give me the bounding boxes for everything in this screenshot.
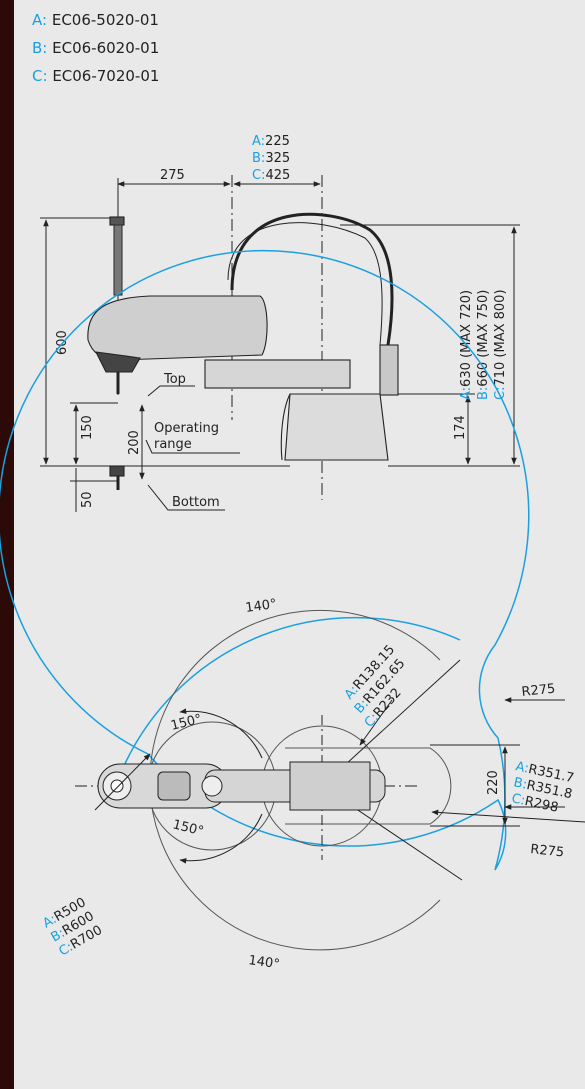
model-letter: C: (32, 67, 48, 85)
base-footprint (285, 747, 452, 825)
cable-connector (379, 344, 399, 396)
leader-r-inner (359, 699, 393, 746)
inner-arc-bottom (149, 789, 441, 951)
operating-label-1: Operating (154, 421, 219, 436)
outer-workspace-boundary (0, 249, 530, 871)
arm-len-c: C:425 (252, 168, 290, 183)
dim-150-label: 150 (80, 415, 95, 440)
angle-150-top-label: 150° (169, 712, 203, 734)
model-code: EC06-5020-01 (51, 11, 159, 29)
dim-174-label: 174 (453, 415, 468, 440)
model-item: B: EC06-6020-01 (32, 34, 159, 62)
model-item: C: EC06-7020-01 (32, 62, 159, 90)
model-list: A: EC06-5020-01 B: EC06-6020-01 C: EC06-… (32, 6, 159, 90)
dim-275-label: 275 (160, 168, 185, 183)
model-letter: B: (32, 39, 48, 57)
leader-bottom (147, 484, 225, 511)
height-b: B:660 (MAX 750) (476, 290, 491, 400)
robot-side (87, 212, 399, 490)
arm1-tip (95, 351, 141, 373)
angle-150-top-arc (179, 708, 263, 759)
arm2-body (204, 359, 351, 389)
top-label: Top (163, 372, 186, 387)
angle-150-bottom-label: 150° (171, 817, 205, 839)
robot-top (97, 761, 386, 811)
outer-arc-blue (119, 616, 461, 776)
model-code: EC06-7020-01 (52, 67, 160, 85)
dim-220-label: 220 (486, 770, 501, 795)
joint2-hub (201, 775, 223, 797)
inner-arc-top (149, 609, 441, 779)
cable-loop (230, 212, 394, 346)
dim-200-label: 200 (127, 430, 142, 455)
leader-operating (145, 439, 240, 454)
arm-len-b: B:325 (252, 151, 290, 166)
model-item: A: EC06-5020-01 (32, 6, 159, 34)
height-a: A:630 (MAX 720) (459, 290, 474, 400)
operating-label-2: range (154, 437, 192, 452)
height-c: C:710 (MAX 800) (493, 289, 508, 400)
angle-140-top-label: 140° (244, 597, 277, 616)
angle-150-bottom-arc (179, 813, 263, 864)
side-view (40, 175, 520, 512)
dim-50-label: 50 (80, 491, 95, 508)
top-view (0, 249, 585, 951)
bottom-label: Bottom (172, 495, 220, 510)
sidebar-strip (0, 0, 14, 1089)
leader-top (147, 385, 195, 397)
model-code: EC06-6020-01 (52, 39, 160, 57)
r275-top-label: R275 (521, 682, 556, 700)
model-letter: A: (32, 11, 48, 29)
shaft-bottom-flange (109, 465, 125, 477)
leader-r-right (431, 809, 585, 823)
cable-loop-inner (227, 222, 383, 346)
r275-bottom-label: R275 (530, 842, 565, 860)
leader-r-outer (94, 753, 151, 811)
ball-screw-shaft (113, 224, 123, 296)
arm-len-a: A:225 (252, 134, 290, 149)
angle-140-bottom-label: 140° (247, 953, 280, 972)
connector-block (157, 771, 191, 801)
r-right-c: C:R298 (510, 791, 559, 816)
base-column (284, 393, 389, 461)
tool-center (110, 779, 124, 793)
base-edge (280, 393, 291, 461)
side-view-labels: A:225 B:325 C:425 275 600 150 200 50 174… (55, 134, 508, 510)
base-top (289, 761, 371, 811)
shaft-cap (109, 216, 125, 226)
arm1-body (87, 295, 268, 361)
